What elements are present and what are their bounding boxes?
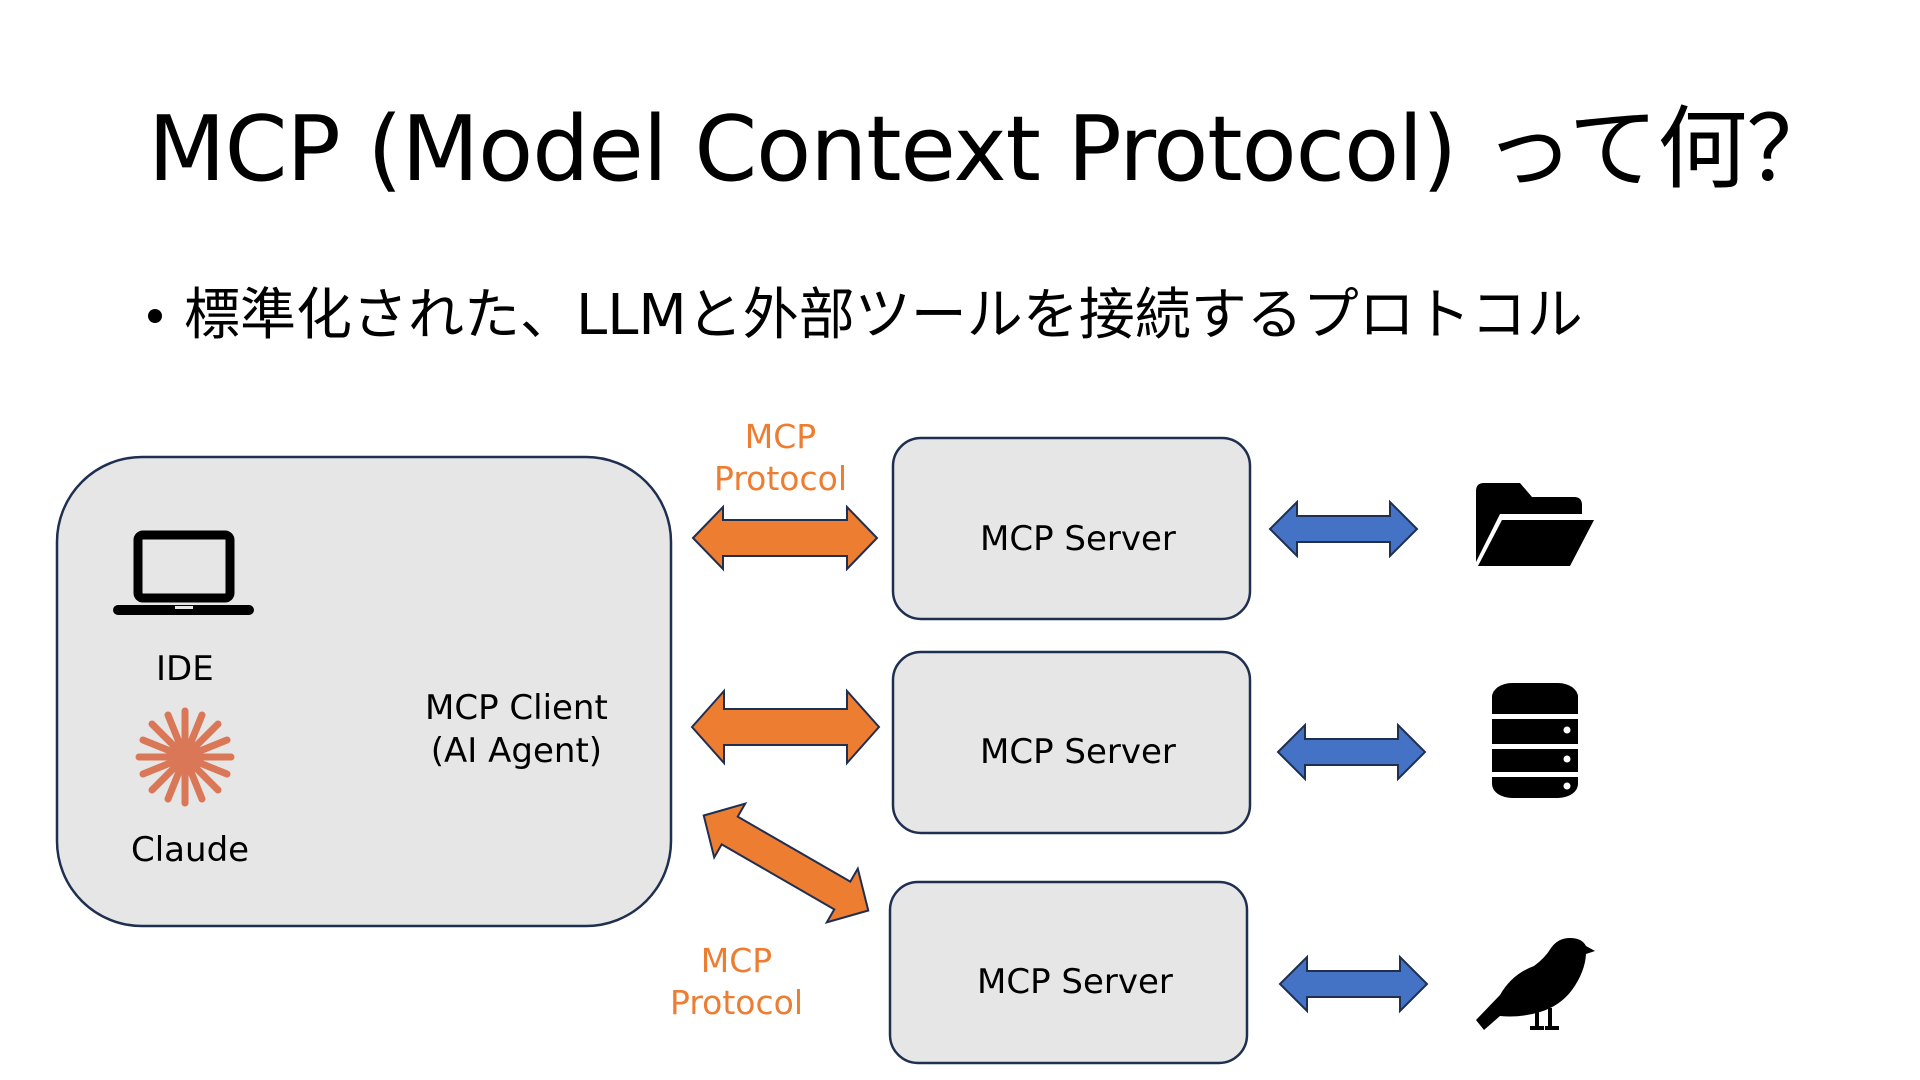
protocol-arrow-1 [691,504,879,572]
protocol-arrow-2 [690,688,881,766]
mcp-server-box-2 [891,650,1252,835]
mcp-client-line1: MCP Client [425,688,608,728]
protocol-label-top-line2: Protocol [714,458,847,498]
protocol-label-bottom: MCP Protocol [670,940,803,1024]
mcp-server-box-1 [891,436,1252,621]
mcp-client-line2: (AI Agent) [430,731,603,772]
protocol-label-bottom-line1: MCP [700,941,773,980]
protocol-label-top-line1: MCP [744,417,817,456]
mcp-client-label: MCP Client (AI Agent) [425,687,608,773]
slide-title: MCP (Model Context Protocol) って何？ [148,97,1836,202]
claude-icon [135,707,235,807]
database-icon [1492,683,1578,798]
mcp-server-box-3 [888,880,1249,1065]
resource-arrow-2 [1276,722,1427,782]
protocol-arrow-diagonal [702,802,870,924]
protocol-label-bottom-line2: Protocol [670,982,803,1022]
resource-arrow-3 [1278,954,1429,1014]
mcp-server-label-1: MCP Server [980,519,1176,559]
resource-arrow-1 [1268,499,1419,559]
bird-icon [1476,938,1595,1030]
folder-icon [1476,483,1594,566]
protocol-label-top: MCP Protocol [714,416,847,500]
bullet-item: 標準化された、LLMと外部ツールを接続するプロトコル [148,288,1583,344]
claude-label: Claude [131,830,250,870]
mcp-server-label-2: MCP Server [980,732,1176,772]
laptop-icon [113,530,254,615]
bullet-text: 標準化された、LLMと外部ツールを接続するプロトコル [184,283,1583,348]
mcp-server-label-3: MCP Server [977,962,1173,1002]
ide-label: IDE [156,649,214,689]
bullet-dot [148,309,162,323]
mcp-client-box [55,455,673,928]
